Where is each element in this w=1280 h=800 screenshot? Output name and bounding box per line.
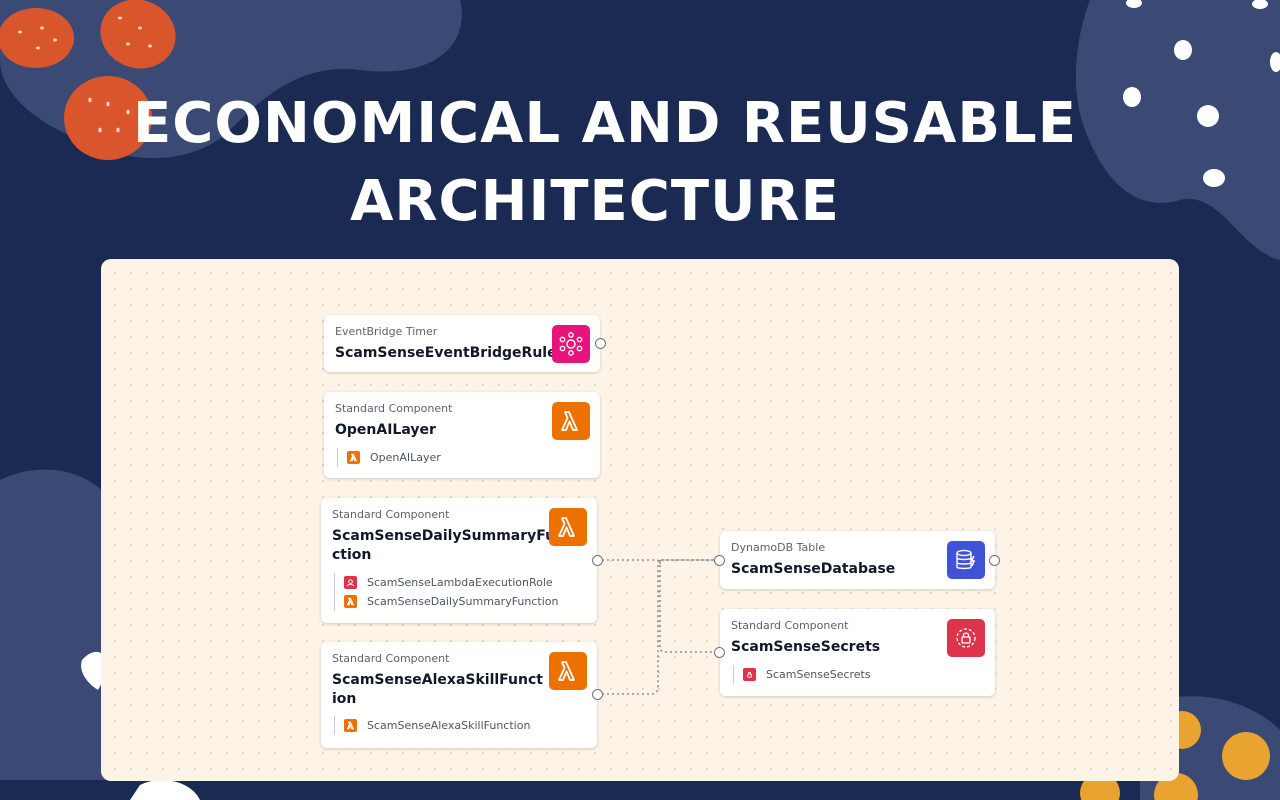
resource-label: ScamSenseAlexaSkillFunction: [367, 719, 531, 732]
resource-item[interactable]: ScamSenseSecrets: [743, 665, 871, 684]
title-line-2: ARCHITECTURE: [350, 169, 840, 234]
node-type-label: Standard Component: [332, 508, 450, 521]
secrets-manager-icon: [743, 668, 756, 681]
node-type-label: Standard Component: [335, 402, 453, 415]
secrets-manager-icon: [947, 619, 985, 657]
lambda-icon: [344, 719, 357, 732]
alexa-skill-output-port[interactable]: [592, 689, 603, 700]
node-name: OpenAILayer: [335, 422, 436, 438]
database-output-port[interactable]: [989, 555, 1000, 566]
lambda-icon: [347, 451, 360, 464]
node-name-line-2: ction: [332, 547, 372, 563]
database-input-port[interactable]: [714, 555, 725, 566]
node-openai-layer[interactable]: Standard Component OpenAILayer OpenAILay…: [324, 392, 600, 478]
architecture-canvas[interactable]: EventBridge Timer ScamSenseEventBridgeRu…: [101, 259, 1179, 781]
node-type-label: EventBridge Timer: [335, 325, 438, 338]
red-blob-1: [0, 8, 74, 68]
title-line-1: ECONOMICAL AND REUSABLE: [133, 91, 1077, 156]
iam-role-icon: [344, 576, 357, 589]
resource-item[interactable]: OpenAILayer: [347, 448, 441, 467]
eventbridge-output-port[interactable]: [595, 338, 606, 349]
left-blob: [0, 469, 110, 780]
lambda-icon: [549, 508, 587, 546]
secrets-input-port[interactable]: [714, 647, 725, 658]
node-type-label: Standard Component: [332, 652, 450, 665]
node-scamsense-database[interactable]: DynamoDB Table ScamSenseDatabase: [720, 531, 995, 589]
dynamodb-icon: [947, 541, 985, 579]
lambda-icon: [549, 652, 587, 690]
node-alexa-skill-function[interactable]: Standard Component ScamSenseAlexaSkillFu…: [321, 642, 597, 748]
connection-to-secrets: [659, 560, 715, 653]
node-type-label: DynamoDB Table: [731, 541, 826, 554]
resource-item[interactable]: ScamSenseLambdaExecutionRole: [344, 573, 559, 592]
node-name: ScamSenseEventBridgeRule: [335, 345, 557, 361]
resource-label: ScamSenseLambdaExecutionRole: [367, 576, 553, 589]
node-name-line-1: ScamSenseAlexaSkillFunct: [332, 672, 543, 688]
connections: [602, 559, 715, 695]
node-name-line-1: ScamSenseDailySummaryFun: [332, 528, 566, 544]
resource-list: ScamSenseAlexaSkillFunction: [334, 716, 530, 735]
node-name: ScamSenseDailySummaryFun ction: [332, 527, 565, 565]
eventbridge-icon: [552, 325, 590, 363]
node-type-label: Standard Component: [731, 619, 849, 632]
resource-list: ScamSenseSecrets: [733, 665, 871, 684]
lambda-icon: [552, 402, 590, 440]
node-scamsense-secrets[interactable]: Standard Component ScamSenseSecrets Scam…: [720, 609, 995, 696]
connection-daily-summary-to-database: [602, 559, 715, 565]
resource-item[interactable]: ScamSenseDailySummaryFunction: [344, 592, 559, 611]
resource-list: OpenAILayer: [337, 448, 441, 467]
node-daily-summary-function[interactable]: Standard Component ScamSenseDailySummary…: [321, 498, 597, 623]
top-right-blob: [1075, 0, 1280, 260]
lambda-icon: [344, 595, 357, 608]
resource-label: OpenAILayer: [370, 451, 441, 464]
red-blob-3: [64, 76, 152, 160]
node-eventbridge-rule[interactable]: EventBridge Timer ScamSenseEventBridgeRu…: [324, 315, 600, 372]
daily-summary-output-port[interactable]: [592, 555, 603, 566]
resource-label: ScamSenseDailySummaryFunction: [367, 595, 559, 608]
connection-alexa-to-database: [602, 559, 715, 695]
resource-label: ScamSenseSecrets: [766, 668, 871, 681]
resource-item[interactable]: ScamSenseAlexaSkillFunction: [344, 716, 530, 735]
resource-list: ScamSenseLambdaExecutionRole ScamSenseDa…: [334, 573, 559, 611]
node-name-line-2: ion: [332, 691, 357, 707]
node-name: ScamSenseSecrets: [731, 639, 881, 655]
node-name: ScamSenseDatabase: [731, 561, 896, 577]
node-name: ScamSenseAlexaSkillFunct ion: [332, 671, 543, 709]
